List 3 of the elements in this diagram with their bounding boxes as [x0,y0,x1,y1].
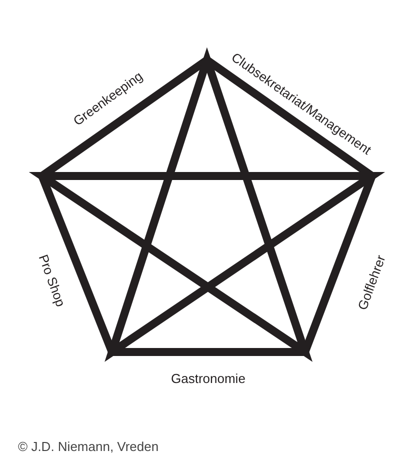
side-label: Gastronomie [171,370,246,386]
copyright-note: © J.D. Niemann, Vreden [18,438,159,454]
side-label: Pro Shop [36,252,68,308]
